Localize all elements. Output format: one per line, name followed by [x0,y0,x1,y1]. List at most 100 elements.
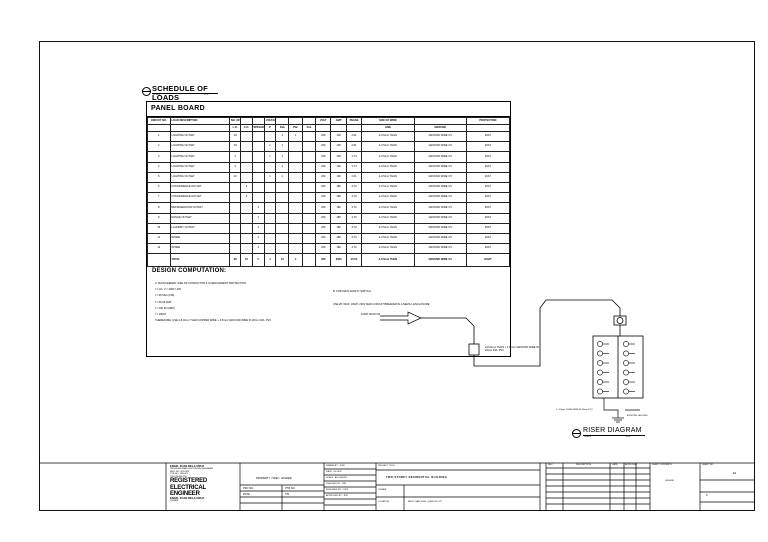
revision-header-description: DESCRIPTION [576,464,591,466]
computation-line: I = VA / V = 2060 / 230 [155,288,181,292]
professional-line: PTR NO. 7654321 [170,473,188,476]
approved-by: APPROVED BY : JPR [326,495,348,497]
prc-label: PRC NO. [243,487,254,490]
feeder-note: 2-8.0mm² THHN + 3.5mm² GROUND WIRE IN 20… [485,346,539,352]
breaker-icon [623,341,629,347]
stamp-line: ENGINEER [170,490,200,497]
breaker-icon [623,388,629,395]
table-cell: 5 [251,253,265,268]
drawn-by: DRAWN BY : JOFF [326,465,345,467]
design-computation-right: B. FOR MAIN SAFETY SWITCH USE 2P, 60AF, 1… [333,290,508,316]
table-cell: 4.70 [345,243,363,255]
breaker-icon [597,379,603,385]
computation-line: USE 2P, 60AF, 100AT, 230V MAIN CIRCUIT B… [333,303,430,306]
ground-wire-note: 2- 3.5mm THHN WIRE IN 20mm PVC [556,409,593,411]
schedule-scale-label: SCALE [153,94,161,96]
title-divider [147,116,510,117]
computation-line: I = 56.93 AMP [155,300,172,304]
computation-line: B. FOR MAIN SAFETY SWITCH [333,290,371,293]
professional-line: REG. NO. 0012345 [170,470,189,473]
computation-line: I = 100.93 (AMP) [155,306,175,310]
location-label: LOCATION [378,501,390,503]
tin-label: TIN [285,493,290,496]
computation-line: I = 100AT [155,312,167,316]
drawing-sheet-border [39,41,755,511]
meter-box-icon [613,315,627,336]
signatory-name: ENGR. JUAN DELA CRUZ [170,495,205,500]
engineer-name: ENGR. JUAN DELA CRUZ [170,464,205,468]
professional-line: TIN 123-456-789 [170,475,187,478]
engineer-stamp: ENGR. JUAN DELA CRUZ PROFESSIONAL ELECTR… [170,465,240,503]
schedule-title: SCHEDULE OF LOADS [152,84,208,102]
table-cell: GROUND WIRE 3.5 [413,243,467,255]
sheet-contents-label: SHEET CONTENTS [652,464,672,466]
table-cell: 1 [251,243,265,255]
ground-line [603,398,640,423]
stamp-line: REGISTERED [170,478,208,485]
checked-by: CHECKED BY : JPR [326,483,347,485]
breaker-icon [597,360,603,366]
table-cell: 2-3.5mm THHN [361,253,415,268]
ptr-label: PTR NO. [285,487,296,490]
design-computation-left: A. MAIN FEEDER: SIZE OF CONDUCTOR & OVER… [155,282,315,325]
revision-header-date: DATE [612,464,618,466]
existing-ground-note: EXISTING GROUND [627,415,648,417]
breaker-icon [623,369,629,376]
table-cell [301,243,317,255]
section-marker-icon [142,87,151,96]
sheet-total: 3 [706,494,708,497]
professional-line: PROFESSIONAL ELECTRICAL ENGINEER [170,468,213,470]
breaker-icon [597,369,603,376]
title-block-grid [39,462,755,511]
schedule-scale-value: NTS [204,94,209,96]
owner-row-label: OWNER [378,489,387,491]
riser-scale-label: SCALE [584,436,592,438]
breaker-icon [623,379,629,385]
title-underline [583,435,645,436]
table-cell [301,253,317,268]
breaker-symbols [597,341,635,395]
date-label: DATE [243,493,250,496]
owner-label: OWNER [170,499,179,502]
riser-title-block: RISER DIAGRAM SCALE NTS [572,426,672,440]
project-title: TWO-STOREY RESIDENTIAL BUILDING [386,476,448,479]
panelboard-icon [592,335,644,399]
project-title-label: PROJECT TITLE [378,465,395,467]
table-cell: 2060 [330,253,347,268]
arrow-indicator-icon [380,311,422,325]
scale-field: SCALE : AS SHOWN [326,477,347,479]
computation-line: A. MAIN FEEDER: SIZE OF CONDUCTOR & OVER… [155,282,246,285]
sheet-no-label: SHEET NO. [702,464,714,466]
breaker-icon [597,341,603,347]
property-label: PROPERTY / SPEC. HOLDER [256,477,292,480]
table-cell: 100AT [465,253,511,268]
feeder-line [421,299,621,367]
computation-line: THEREFORE, USE 2-8.0mm² THHN COPPER WIRE… [155,319,272,323]
design-computation-title: DESIGN COMPUTATION: [152,268,227,274]
sheet-contents: LEGEND [665,480,674,482]
revision-header-rev: REV. [548,464,553,466]
revision-header-approved: APPROVED [625,464,638,466]
computation-line: I = 45.54A (3.96) [155,294,175,298]
riser-scale-value: NTS [626,436,631,438]
table-cell: GROUND WIRE 3.5 [413,253,467,268]
date-field: DATE : 06-2020 [326,471,342,473]
table-cell: 45.54 [345,253,363,268]
sheet-no: E2 [733,472,737,475]
breaker-icon [597,350,603,357]
schedule-title-block: SCHEDULE OF LOADS SCALE NTS [142,83,232,102]
title-underline [152,93,218,94]
breaker-icon [623,350,629,357]
